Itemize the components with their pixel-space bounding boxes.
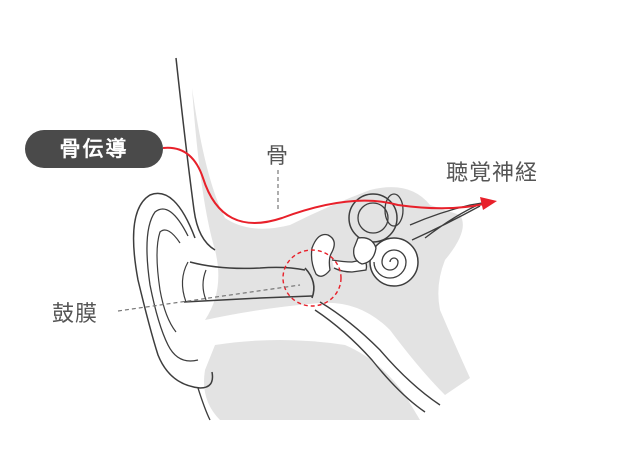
jaw-line (197, 387, 211, 421)
cochlea-outer (369, 237, 419, 287)
eardrum-leader-line (117, 284, 301, 312)
ear-canal-upper (189, 261, 306, 271)
bone-conduction-pathway (162, 146, 485, 224)
auditory-nerve-label: 聴覚神経 (446, 161, 539, 186)
ear-canal-entrance (181, 261, 207, 303)
head-outline (175, 57, 216, 251)
pinna-rim (156, 229, 181, 333)
eardrum-membrane (304, 267, 315, 299)
outer-ear-pinna (132, 192, 214, 389)
semicircular-canal-inner (357, 202, 389, 234)
pinna-inner-fold (146, 208, 199, 362)
eustachian-tube-lower (314, 309, 426, 413)
ear-canal-lower (183, 295, 313, 303)
cochlea-spiral (373, 249, 407, 279)
semicircular-canal-side (384, 193, 404, 227)
eardrum-highlight-circle (282, 249, 342, 307)
vestibule (353, 237, 377, 265)
eardrum-label: 鼓膜 (52, 302, 99, 327)
lower-bone-region (204, 340, 420, 420)
bone-conduction-badge: 骨伝導 (25, 130, 163, 168)
pathway-arrowhead (480, 197, 497, 210)
eustachian-tube-upper (319, 301, 441, 406)
bone-label: 骨 (266, 144, 290, 169)
